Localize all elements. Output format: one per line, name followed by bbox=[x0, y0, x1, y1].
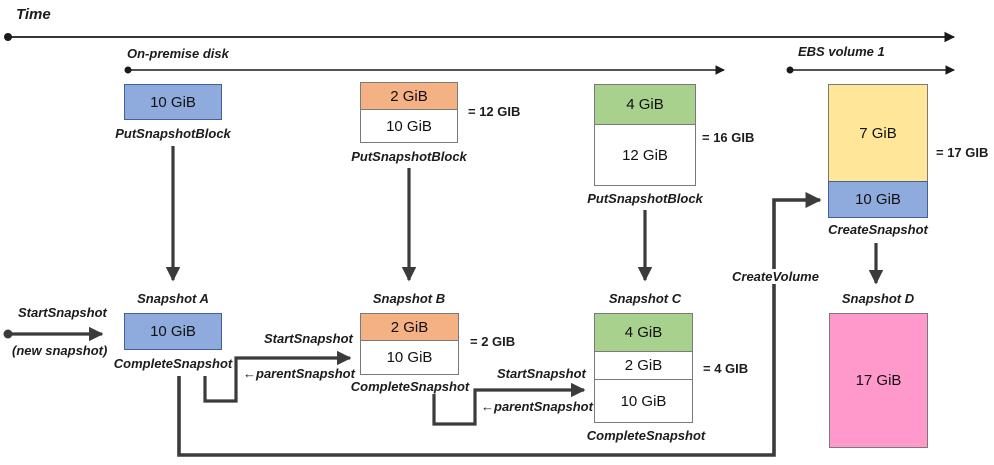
connector-a-to-b bbox=[203, 350, 352, 403]
ebs-volume-label: EBS volume 1 bbox=[798, 44, 885, 59]
a-to-b-parent-label: ←parentSnapshot bbox=[243, 366, 355, 381]
snapshot-c-block-4gib: 4 GiB bbox=[594, 313, 693, 352]
ebs-axis-arrow bbox=[786, 65, 955, 75]
put-snapshot-block-label-1: PutSnapshotBlock bbox=[115, 126, 231, 141]
create-snapshot-label: CreateSnapshot bbox=[828, 222, 928, 237]
snapshot-c-title: Snapshot C bbox=[608, 291, 682, 306]
snapshot-a-block-10gib: 10 GiB bbox=[124, 313, 222, 350]
snapshot-a-title: Snapshot A bbox=[137, 291, 209, 306]
snapshot-d-title: Snapshot D bbox=[841, 291, 915, 306]
snapshot-a-complete-label: CompleteSnapshot bbox=[113, 356, 233, 371]
disk-state-3-box: 4 GiB 12 GiB bbox=[594, 84, 696, 186]
snapshot-b-block-10gib: 10 GiB bbox=[360, 340, 459, 375]
time-axis-arrow bbox=[4, 31, 956, 43]
snapshot-b-title: Snapshot B bbox=[372, 291, 446, 306]
b-to-c-start-label: StartSnapshot bbox=[497, 366, 586, 381]
ebs-volume-box: 7 GiB 10 GiB bbox=[828, 84, 928, 218]
snapshot-b-complete-label: CompleteSnapshot bbox=[350, 379, 470, 394]
a-to-b-start-label: StartSnapshot bbox=[264, 331, 353, 346]
ebs-block-7gib: 7 GiB bbox=[828, 84, 928, 182]
put-snapshot-block-label-3: PutSnapshotBlock bbox=[587, 191, 703, 206]
disk-state-1-block-10gib: 10 GiB bbox=[124, 84, 222, 120]
disk-state-3-block-12gib: 12 GiB bbox=[594, 124, 696, 186]
snapshot-c-block-10gib: 10 GiB bbox=[594, 379, 693, 423]
snapshot-a-box: 10 GiB bbox=[124, 313, 222, 350]
disk-state-1-box: 10 GiB bbox=[124, 84, 222, 120]
snapshot-d-block-17gib: 17 GiB bbox=[829, 313, 928, 448]
put-snapshot-block-label-2: PutSnapshotBlock bbox=[351, 149, 467, 164]
snapshot-d-box: 17 GiB bbox=[829, 313, 928, 448]
disk-state-3-total: = 16 GIB bbox=[702, 130, 755, 145]
on-premise-axis-arrow bbox=[124, 65, 725, 75]
snapshot-c-block-2gib: 2 GiB bbox=[594, 351, 693, 380]
snapshot-c-total: = 4 GIB bbox=[703, 361, 749, 376]
disk-state-3-block-4gib: 4 GiB bbox=[594, 84, 696, 125]
start-snapshot-left-label: StartSnapshot bbox=[18, 305, 107, 320]
time-label: Time bbox=[16, 6, 51, 23]
start-snapshot-arrow bbox=[3, 326, 104, 342]
b-to-c-parent-label: ←parentSnapshot bbox=[481, 399, 593, 414]
disk-state-2-box: 2 GiB 10 GiB bbox=[360, 82, 458, 143]
snapshot-b-total: = 2 GIB bbox=[470, 334, 516, 349]
disk-state-2-block-10gib: 10 GiB bbox=[360, 109, 458, 143]
create-volume-label: CreateVolume bbox=[729, 269, 822, 284]
connector-b-to-c bbox=[432, 382, 586, 426]
snapshot-b-block-2gib: 2 GiB bbox=[360, 313, 459, 341]
ebs-block-10gib: 10 GiB bbox=[828, 181, 928, 218]
ebs-total: = 17 GIB bbox=[936, 145, 989, 160]
connector-create-volume bbox=[177, 191, 822, 457]
disk-state-2-total: = 12 GIB bbox=[468, 104, 521, 119]
snapshot-c-box: 4 GiB 2 GiB 10 GiB bbox=[594, 313, 693, 423]
new-snapshot-label: (new snapshot) bbox=[12, 343, 108, 358]
snapshot-b-box: 2 GiB 10 GiB bbox=[360, 313, 459, 375]
snapshot-c-complete-label: CompleteSnapshot bbox=[586, 428, 706, 443]
disk-state-2-block-2gib: 2 GiB bbox=[360, 82, 458, 110]
on-premise-label: On-premise disk bbox=[127, 46, 229, 61]
